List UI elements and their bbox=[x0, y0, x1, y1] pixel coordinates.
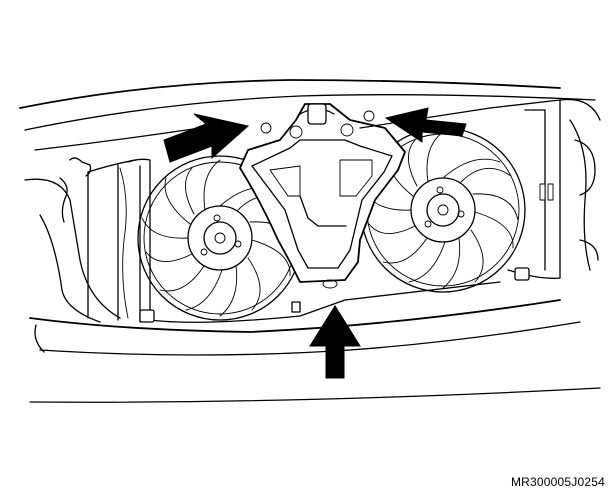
hood-outline bbox=[19, 79, 596, 151]
fan-shroud-bracket bbox=[127, 103, 501, 323]
bumper-outline bbox=[29, 299, 601, 403]
figure-reference-code: MR300005J0254 bbox=[510, 475, 605, 489]
arrow-icon-upper-left bbox=[163, 113, 250, 163]
mounting-bolts bbox=[139, 267, 530, 323]
left-side-panel bbox=[24, 157, 136, 323]
arrow-icon-upper-right bbox=[384, 107, 467, 143]
right-side-panel bbox=[489, 98, 601, 279]
arrow-icon-bottom bbox=[309, 305, 361, 379]
